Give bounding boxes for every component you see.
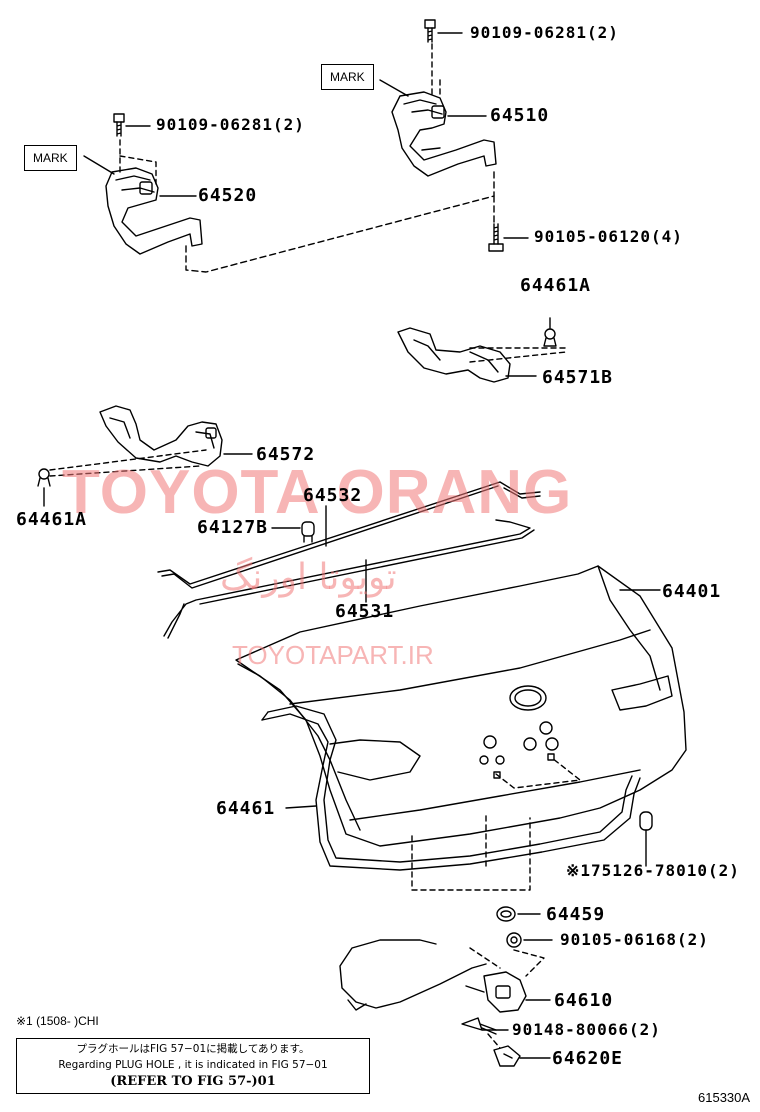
- torsion-rod-64531-b: [199, 529, 535, 605]
- watermark-brand: TOYOTA ORANG: [62, 458, 573, 527]
- label-clip-a-right[interactable]: 64461A: [520, 275, 592, 296]
- label-trunk-lid[interactable]: 64401: [662, 581, 722, 602]
- torsion-rod-64532-b: [161, 485, 499, 589]
- reference-line-jp: プラグホールはFIG 57−01に掲載してあります。: [76, 1043, 310, 1055]
- leader-dash: [487, 1033, 501, 1049]
- leader-dash: [49, 465, 201, 477]
- bolt-90109-right: [424, 19, 436, 43]
- label-plug-part[interactable]: ※175126-78010(2): [566, 861, 740, 880]
- lock-64610: [465, 971, 527, 1013]
- label-bolt-middle[interactable]: 90105-06120(4): [534, 227, 683, 246]
- leader-dash: [119, 155, 157, 185]
- label-bumper[interactable]: 64459: [546, 904, 606, 925]
- leader-dash: [411, 757, 581, 891]
- torsion-rod-64532: [157, 481, 541, 585]
- label-rod-lower[interactable]: 64531: [335, 601, 395, 622]
- label-striker-screw[interactable]: 90148-80066(2): [512, 1020, 661, 1039]
- reference-line-en: Regarding PLUG HOLE , it is indicated in…: [58, 1059, 328, 1071]
- hinge-64520: [105, 167, 203, 255]
- label-hinge-right[interactable]: 64510: [490, 105, 550, 126]
- label-bolt-top-right[interactable]: 90109-06281(2): [470, 23, 619, 42]
- lock-cable-end: [347, 999, 367, 1011]
- label-clip-a-left[interactable]: 64461A: [16, 509, 88, 530]
- mark-box-left: MARK: [24, 145, 77, 171]
- leader-line: [379, 79, 409, 97]
- label-lock-assy[interactable]: 64610: [554, 990, 614, 1011]
- lock-cable: [339, 939, 487, 1009]
- weatherstrip-64461: [261, 705, 641, 871]
- plug-75126: [639, 811, 653, 867]
- label-lock-bolt[interactable]: 90105-06168(2): [560, 930, 709, 949]
- leader-dash: [185, 167, 495, 273]
- cover-64571b: [397, 327, 511, 383]
- leader-dash: [469, 351, 567, 363]
- leader-line: [83, 155, 115, 175]
- leader-dash: [49, 449, 207, 471]
- trunk-lid-64401: [235, 565, 687, 847]
- reference-line-ref[interactable]: (REFER TO FIG 57-)01: [110, 1074, 276, 1089]
- leader-line: [285, 805, 317, 809]
- label-rod-upper[interactable]: 64532: [303, 485, 363, 506]
- clip-64461a-right: [543, 328, 557, 347]
- figure-number: 615330A: [698, 1090, 751, 1105]
- mark-box-right: MARK: [321, 64, 374, 90]
- label-hinge-left[interactable]: 64520: [198, 185, 258, 206]
- screw-90148: [461, 1017, 497, 1035]
- label-weatherstrip[interactable]: 64461: [216, 798, 276, 819]
- striker-64620e: [493, 1045, 521, 1067]
- label-cover-right[interactable]: 64571B: [542, 367, 614, 388]
- hinge-64510: [391, 91, 497, 177]
- watermark-site: TOYOTAPART.IR: [232, 640, 434, 670]
- label-cushion[interactable]: 64127B: [197, 517, 269, 538]
- footnote: ※1 (1508- )CHI: [16, 1014, 99, 1028]
- bolt-90105-06168: [506, 932, 522, 948]
- reference-box: プラグホールはFIG 57−01に掲載してあります。 Regarding PLU…: [16, 1038, 370, 1094]
- bolt-90109-left: [113, 113, 125, 137]
- cover-64572: [99, 405, 223, 467]
- torsion-rod-64531: [163, 519, 531, 639]
- label-striker[interactable]: 64620E: [552, 1048, 624, 1069]
- label-bolt-top-left[interactable]: 90109-06281(2): [156, 115, 305, 134]
- clip-64461a-left: [37, 468, 51, 487]
- leader-dash: [469, 947, 545, 977]
- label-cover-left[interactable]: 64572: [256, 444, 316, 465]
- cushion-64127b: [301, 521, 315, 543]
- bumper-64459: [496, 906, 516, 922]
- watermark-persian: تویوتا اورنگ: [220, 557, 397, 598]
- bolt-90105-06120: [488, 223, 504, 252]
